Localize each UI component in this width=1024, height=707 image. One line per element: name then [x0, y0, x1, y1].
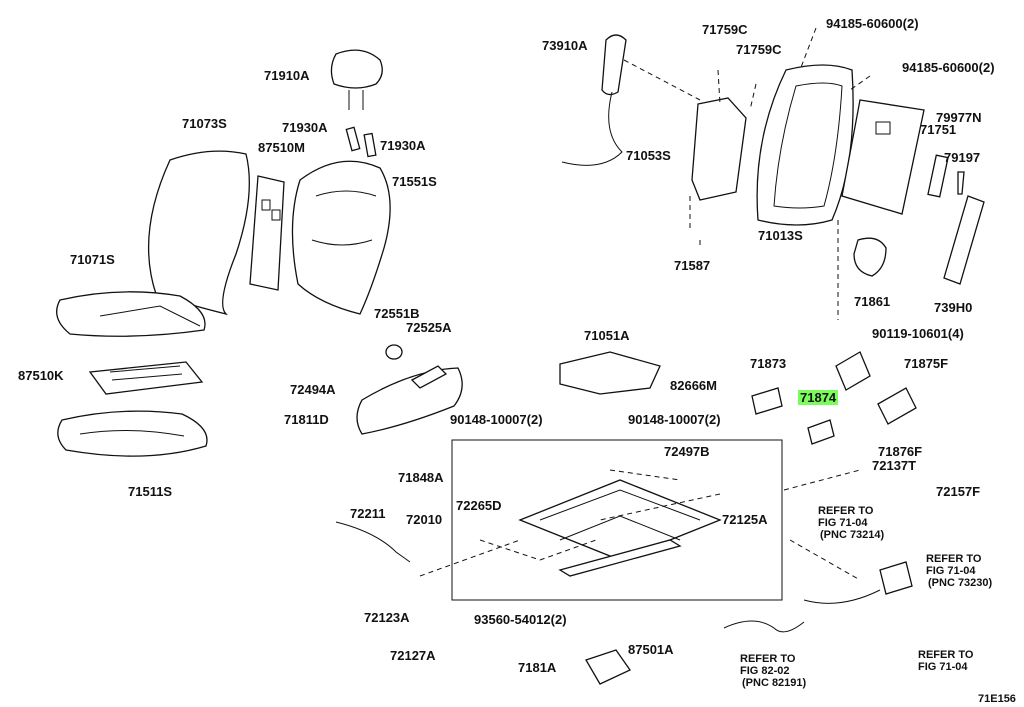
- part-label[interactable]: 90148-10007(2): [450, 412, 543, 427]
- refer-note-line[interactable]: REFER TO: [918, 649, 974, 661]
- back-board: [841, 99, 925, 215]
- part-label[interactable]: 71587: [674, 258, 710, 273]
- part-label[interactable]: 72010: [406, 512, 442, 527]
- refer-note-line[interactable]: REFER TO: [818, 505, 874, 517]
- seatbelt-buckle: [803, 561, 913, 604]
- part-label[interactable]: 71848A: [398, 470, 444, 485]
- part-label[interactable]: 87510K: [18, 368, 64, 383]
- part-label[interactable]: 71811D: [284, 412, 329, 427]
- bracket-71874: [807, 419, 835, 445]
- part-label[interactable]: 739H0: [934, 300, 972, 315]
- seat-back-pad-heater: [249, 175, 285, 291]
- seat-cushion-pad: [57, 410, 208, 457]
- seat-back-cover: [148, 150, 250, 316]
- headrest-support-71861: [853, 237, 887, 277]
- part-label[interactable]: 72525A: [406, 320, 452, 335]
- refer-note-line[interactable]: FIG 71-04: [818, 517, 868, 529]
- part-label[interactable]: 94185-60600(2): [826, 16, 919, 31]
- part-label[interactable]: 79977N: [936, 110, 982, 125]
- highlight-box: [798, 390, 838, 405]
- part-label[interactable]: 71053S: [626, 148, 671, 163]
- part-label[interactable]: 72211: [350, 506, 385, 521]
- seat-back-frame: [756, 64, 854, 226]
- headrest-guides: [345, 126, 377, 158]
- knob-71751: [927, 154, 949, 198]
- part-labels: 73910A 71759C 71759C 94185-60600(2) 94185-60…: [18, 16, 995, 675]
- part-label[interactable]: 94185-60600(2): [902, 60, 995, 75]
- side-shield-71811D: [356, 367, 463, 435]
- part-label[interactable]: 72494A: [290, 382, 336, 397]
- part-label[interactable]: 71759C: [702, 22, 748, 37]
- part-label[interactable]: 72551B: [374, 306, 420, 321]
- lumbar-cable: [561, 34, 627, 166]
- part-label[interactable]: 71873: [750, 356, 786, 371]
- seat-cushion-cover: [56, 291, 206, 337]
- part-label[interactable]: 93560-54012(2): [474, 612, 567, 627]
- lifter-link-71051A: [559, 351, 661, 395]
- headrest: [330, 49, 383, 110]
- seat-back-pad: [291, 160, 391, 315]
- part-label[interactable]: 87510M: [258, 140, 305, 155]
- lever-knob-72525A: [410, 365, 448, 389]
- bracket-71873: [751, 387, 783, 415]
- part-label[interactable]: 71051A: [584, 328, 630, 343]
- part-label[interactable]: 72497B: [664, 444, 710, 459]
- part-label[interactable]: 90148-10007(2): [628, 412, 721, 427]
- part-label[interactable]: 7181A: [518, 660, 557, 675]
- part-label[interactable]: 71930A: [380, 138, 426, 153]
- part-label[interactable]: 71759C: [736, 42, 782, 57]
- seat-track-group-box: [451, 439, 783, 601]
- recliner-frame-plate: [691, 97, 747, 201]
- refer-note-line[interactable]: (PNC 82191): [742, 677, 807, 689]
- bracket-71875F: [835, 351, 871, 391]
- seat-cushion-heater: [88, 361, 204, 395]
- part-label[interactable]: 82666M: [670, 378, 717, 393]
- refer-note-line[interactable]: REFER TO: [926, 553, 982, 565]
- bracket-71876F: [877, 387, 917, 425]
- seat-track-adjuster: [518, 479, 722, 577]
- wire-harness-82: [723, 620, 805, 633]
- part-label[interactable]: 72125A: [722, 512, 768, 527]
- refer-note-line[interactable]: FIG 71-04: [918, 661, 968, 673]
- part-label[interactable]: 73910A: [542, 38, 588, 53]
- refer-note-line[interactable]: REFER TO: [740, 653, 796, 665]
- part-label[interactable]: 71013S: [758, 228, 803, 243]
- part-label[interactable]: 72127A: [390, 648, 436, 663]
- part-label[interactable]: 71751: [920, 122, 956, 137]
- part-label[interactable]: 71930A: [282, 120, 328, 135]
- part-label[interactable]: 72137T: [872, 458, 916, 473]
- part-label[interactable]: 71861: [854, 294, 890, 309]
- refer-note-line[interactable]: FIG 82-02: [740, 665, 790, 677]
- refer-note-line[interactable]: (PNC 73214): [820, 529, 885, 541]
- refer-note-line[interactable]: (PNC 73230): [928, 577, 993, 589]
- clip-79197: [957, 171, 965, 195]
- side-trim-739H0: [943, 195, 985, 285]
- part-label[interactable]: 72265D: [456, 498, 502, 513]
- rod-72211: [335, 521, 411, 563]
- lever-cover-72551B: [385, 344, 403, 360]
- part-label[interactable]: 71071S: [70, 252, 115, 267]
- part-label[interactable]: 71551S: [392, 174, 437, 189]
- part-label[interactable]: 79197: [944, 150, 980, 165]
- part-label[interactable]: 71073S: [182, 116, 227, 131]
- refer-note-line[interactable]: FIG 71-04: [926, 565, 976, 577]
- part-label-highlighted[interactable]: 71874: [800, 390, 837, 405]
- part-label[interactable]: 87501A: [628, 642, 674, 657]
- part-label[interactable]: 71511S: [128, 484, 172, 499]
- cover-7181A: [585, 649, 631, 685]
- part-label[interactable]: 72157F: [936, 484, 980, 499]
- part-label[interactable]: 71910A: [264, 68, 310, 83]
- part-label[interactable]: 71876F: [878, 444, 922, 459]
- figure-code: 71E156: [978, 693, 1016, 705]
- part-label[interactable]: 72123A: [364, 610, 410, 625]
- part-label[interactable]: 71875F: [904, 356, 948, 371]
- part-label[interactable]: 90119-10601(4): [872, 326, 964, 341]
